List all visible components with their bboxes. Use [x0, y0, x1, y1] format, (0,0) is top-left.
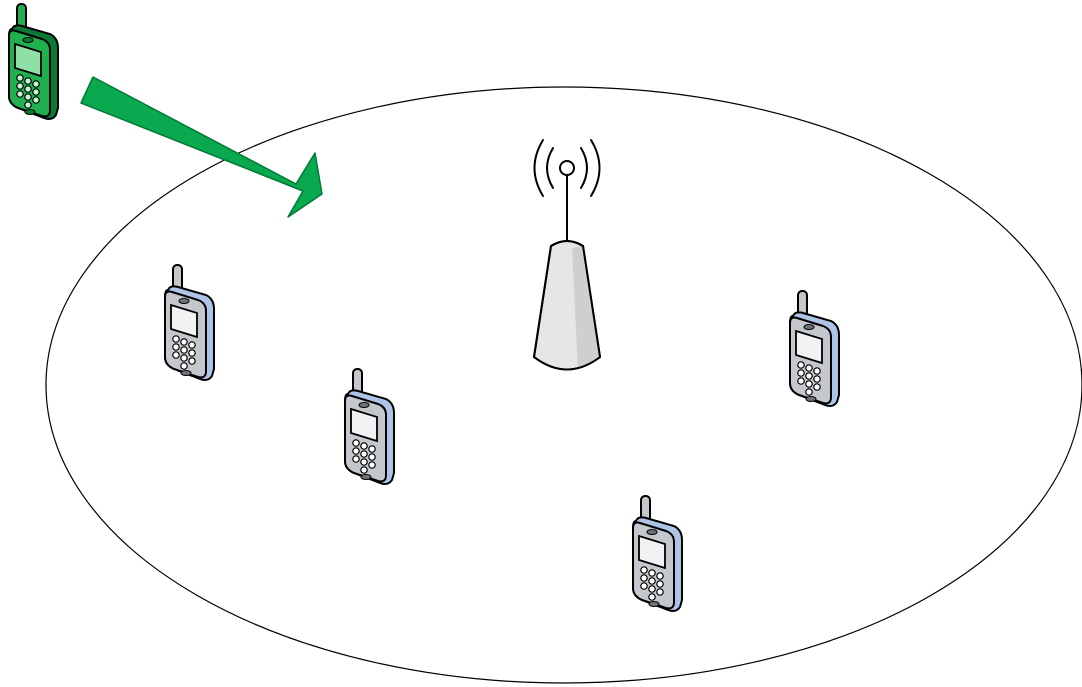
mobile-phone-icon: [344, 368, 395, 485]
antenna-tower-icon: [532, 139, 602, 371]
handover-arrow-icon: [80, 76, 323, 218]
mobile-phone-icon: [789, 290, 840, 407]
mobile-phone-icon: [164, 264, 215, 381]
mobile-phone-icon: [632, 495, 683, 612]
incoming-phone-icon: [8, 3, 59, 120]
coverage-cell-ellipse: [45, 86, 1082, 684]
